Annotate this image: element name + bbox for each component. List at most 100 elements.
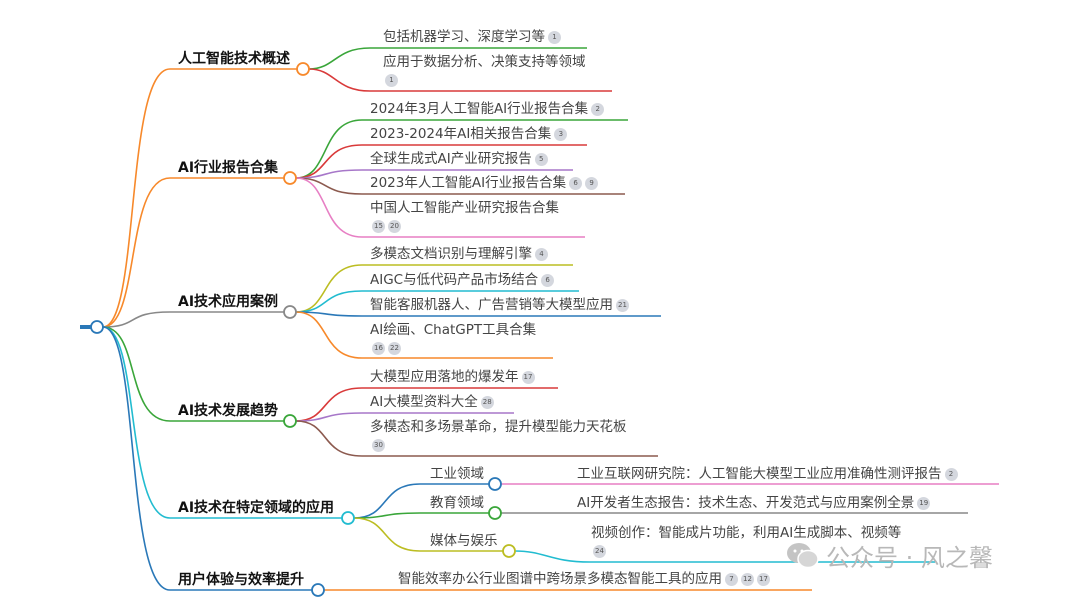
leaf-text: 2024年3月人工智能AI行业报告合集 bbox=[370, 101, 589, 117]
sub-branch-label[interactable]: 工业领域 bbox=[430, 466, 484, 482]
leaf-text: 2023-2024年AI相关报告合集 bbox=[370, 126, 552, 142]
reference-badge[interactable]: 15 bbox=[372, 219, 385, 233]
leaf-text: AI绘画、ChatGPT工具合集 bbox=[370, 322, 537, 338]
leaf-text: AI开发者生态报告：技术生态、开发范式与应用案例全景 bbox=[577, 495, 915, 511]
reference-badge[interactable]: 4 bbox=[535, 247, 548, 261]
child-line bbox=[295, 311, 553, 359]
leaf-text: 2023年人工智能AI行业报告合集 bbox=[370, 175, 567, 191]
branch-label[interactable]: AI技术在特定领域的应用 bbox=[178, 500, 335, 516]
collapse-toggle[interactable] bbox=[283, 171, 297, 185]
child-line bbox=[353, 483, 489, 519]
reference-badge[interactable]: 1 bbox=[385, 73, 398, 87]
collapse-toggle[interactable] bbox=[283, 414, 297, 428]
leaf-text: 全球生成式AI产业研究报告 bbox=[370, 151, 532, 167]
reference-badge[interactable]: 17 bbox=[757, 572, 770, 586]
child-line bbox=[308, 68, 612, 92]
child-line bbox=[308, 47, 587, 70]
leaf-text: 中国人工智能产业研究报告合集 bbox=[370, 200, 559, 216]
child-line bbox=[295, 144, 587, 179]
collapse-toggle[interactable] bbox=[502, 544, 516, 558]
child-line bbox=[295, 177, 585, 238]
collapse-toggle[interactable] bbox=[341, 511, 355, 525]
child-line bbox=[295, 290, 579, 313]
branch-label[interactable]: AI技术发展趋势 bbox=[178, 403, 279, 419]
branch-line bbox=[102, 311, 284, 328]
reference-badge[interactable]: 2 bbox=[944, 467, 958, 481]
sub-branch-label[interactable]: 教育领域 bbox=[430, 495, 484, 511]
root-node[interactable] bbox=[90, 320, 104, 334]
reference-badge[interactable]: 28 bbox=[480, 395, 494, 409]
branch-label[interactable]: 用户体验与效率提升 bbox=[178, 572, 304, 588]
child-line bbox=[353, 512, 489, 519]
reference-badge[interactable]: 6 bbox=[541, 273, 555, 287]
reference-badge[interactable]: 19 bbox=[917, 496, 931, 510]
reference-badge[interactable]: 21 bbox=[616, 298, 629, 312]
reference-badge[interactable]: 16 bbox=[372, 341, 385, 355]
branch-line bbox=[102, 177, 284, 328]
child-line bbox=[295, 387, 558, 422]
branch-label[interactable]: AI行业报告合集 bbox=[178, 160, 279, 176]
leaf-text: 多模态文档识别与理解引擎 bbox=[370, 246, 532, 262]
grandchild-line bbox=[514, 550, 935, 563]
leaf-text: 多模态和多场景革命，提升模型能力天花板 bbox=[370, 419, 627, 435]
reference-badge[interactable]: 7 bbox=[725, 572, 738, 586]
branch-line bbox=[102, 326, 342, 519]
child-line bbox=[353, 517, 503, 552]
branch-label[interactable]: 人工智能技术概述 bbox=[178, 51, 290, 67]
leaf-text: 大模型应用落地的爆发年 bbox=[370, 369, 519, 385]
reference-badge[interactable]: 12 bbox=[741, 572, 754, 586]
reference-badge[interactable]: 20 bbox=[388, 219, 401, 233]
leaf-text: 智能客服机器人、广告营销等大模型应用 bbox=[370, 297, 613, 313]
reference-badge[interactable]: 5 bbox=[534, 152, 548, 166]
reference-badge[interactable]: 22 bbox=[388, 341, 401, 355]
reference-badge[interactable]: 24 bbox=[593, 544, 606, 558]
reference-badge[interactable]: 3 bbox=[554, 127, 568, 141]
reference-badge[interactable]: 17 bbox=[521, 370, 535, 384]
collapse-toggle[interactable] bbox=[488, 477, 502, 491]
sub-branch-label[interactable]: 媒体与娱乐 bbox=[430, 533, 498, 549]
branch-line bbox=[102, 68, 297, 328]
branch-label[interactable]: AI技术应用案例 bbox=[178, 294, 279, 310]
collapse-toggle[interactable] bbox=[311, 583, 325, 597]
branch-line bbox=[102, 326, 312, 591]
watermark-text: 公众号 · 风之馨 bbox=[826, 544, 993, 572]
collapse-toggle[interactable] bbox=[283, 305, 297, 319]
collapse-toggle[interactable] bbox=[488, 506, 502, 520]
collapse-toggle[interactable] bbox=[296, 62, 310, 76]
leaf-text: AIGC与低代码产品市场结合 bbox=[370, 272, 539, 288]
leaf-node[interactable]: 应用于数据分析、决策支持等领域 1 bbox=[383, 53, 586, 89]
watermark: 公众号 · 风之馨 bbox=[786, 538, 993, 573]
reference-badge[interactable]: 30 bbox=[372, 438, 385, 452]
leaf-text: AI大模型资料大全 bbox=[370, 394, 478, 410]
reference-badge[interactable]: 6 bbox=[569, 176, 583, 190]
reference-badge[interactable]: 9 bbox=[585, 176, 599, 190]
leaf-node[interactable]: 多模态和多场景革命，提升模型能力天花板 30 bbox=[370, 418, 627, 454]
leaf-text: 工业互联网研究院：人工智能大模型工业应用准确性测评报告 bbox=[577, 466, 942, 482]
wechat-icon bbox=[787, 542, 819, 568]
leaf-text: 应用于数据分析、决策支持等领域 bbox=[383, 54, 586, 70]
child-line bbox=[295, 119, 628, 179]
leaf-text: 包括机器学习、深度学习等 bbox=[383, 29, 545, 45]
reference-badge[interactable]: 2 bbox=[591, 102, 605, 116]
reference-badge[interactable]: 1 bbox=[548, 30, 561, 44]
child-line bbox=[295, 264, 573, 313]
child-line bbox=[295, 311, 661, 317]
